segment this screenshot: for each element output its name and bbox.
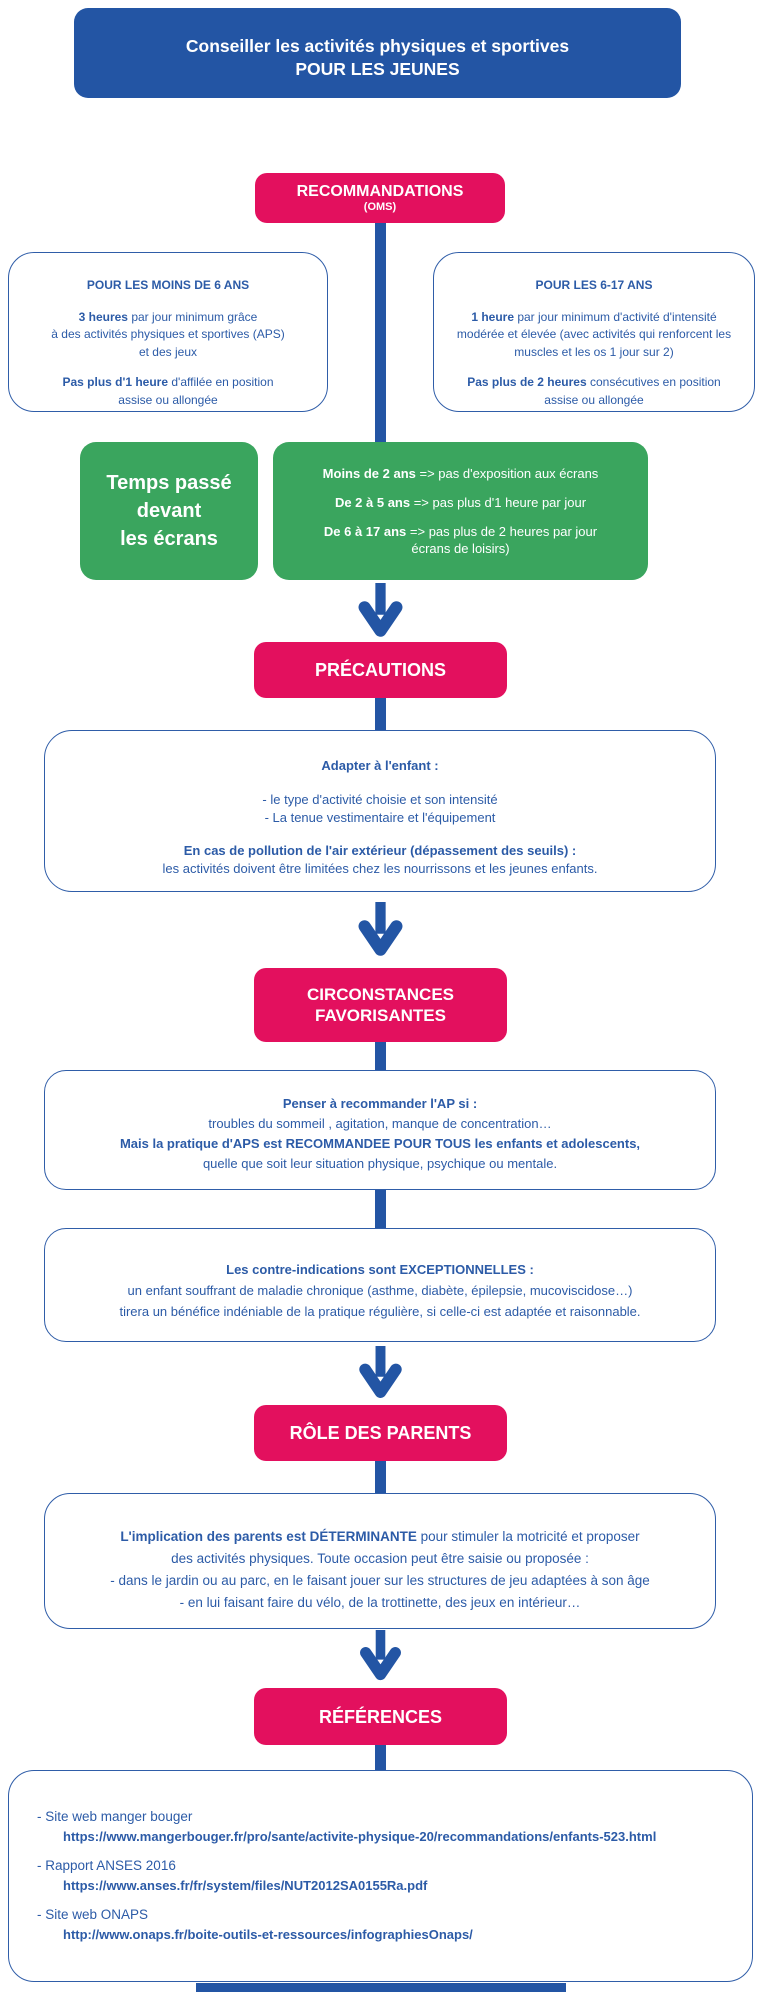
rule-text: 1 heure par jour minimum d'activité d'in… <box>456 309 732 359</box>
box-adapt-to-child: Adapter à l'enfant : - le type d'activit… <box>44 730 716 892</box>
connector-line <box>375 1459 386 1497</box>
box-title: POUR LES MOINS DE 6 ANS <box>86 278 250 292</box>
section-label: PRÉCAUTIONS <box>314 660 446 680</box>
connector-line <box>375 696 386 734</box>
reference-item: - Site web ONAPS http://www.onaps.fr/boi… <box>37 1905 740 1945</box>
reference-label: - Site web manger bouger <box>37 1809 193 1824</box>
section-label: RÉFÉRENCES <box>318 1706 443 1727</box>
reference-link[interactable]: https://www.mangerbouger.fr/pro/sante/ac… <box>63 1829 657 1844</box>
section-pill-circonstances: CIRCONSTANCES FAVORISANTES <box>254 968 507 1042</box>
title-banner: Conseiller les activités physiques et sp… <box>74 8 681 98</box>
reference-label: - Site web ONAPS <box>37 1907 149 1922</box>
section-sublabel: (OMS) <box>363 200 397 213</box>
box-references: - Site web manger bouger https://www.man… <box>8 1770 753 1982</box>
connector-line <box>375 1188 386 1232</box>
screen-rule: Moins de 2 ans => pas d'exposition aux é… <box>322 466 599 481</box>
reference-link[interactable]: http://www.onaps.fr/boite-outils-et-ress… <box>63 1927 473 1942</box>
screen-rule: De 6 à 17 ans => pas plus de 2 heures pa… <box>323 524 598 556</box>
rule-text: Pas plus de 2 heures consécutives en pos… <box>467 375 721 407</box>
reference-label: - Rapport ANSES 2016 <box>37 1858 176 1873</box>
contraindications-title: Les contre-indications sont EXCEPTIONNEL… <box>226 1262 534 1277</box>
section-pill-references: RÉFÉRENCES <box>254 1688 507 1745</box>
box-6-17: POUR LES 6-17 ANS 1 heure par jour minim… <box>433 252 755 412</box>
arrow-down-icon <box>359 1346 402 1398</box>
parents-text: L'implication des parents est DÉTERMINAN… <box>110 1529 650 1610</box>
title-line2: POUR LES JEUNES <box>295 59 460 79</box>
box-parents-involvement: L'implication des parents est DÉTERMINAN… <box>44 1493 716 1629</box>
section-label: RÔLE DES PARENTS <box>289 1423 472 1443</box>
section-label: CIRCONSTANCES FAVORISANTES <box>306 985 455 1025</box>
arrow-down-icon <box>358 583 403 637</box>
title-line1: Conseiller les activités physiques et sp… <box>185 36 570 56</box>
box-contraindications: Les contre-indications sont EXCEPTIONNEL… <box>44 1228 716 1342</box>
reference-item: - Rapport ANSES 2016 https://www.anses.f… <box>37 1856 740 1896</box>
rule-text: Pas plus d'1 heure d'affilée en position… <box>62 375 274 407</box>
box-title: Adapter à l'enfant : <box>321 758 439 773</box>
contraindications-text: un enfant souffrant de maladie chronique… <box>119 1283 641 1319</box>
section-pill-precautions: PRÉCAUTIONS <box>254 642 507 698</box>
screen-rule: De 2 à 5 ans => pas plus d'1 heure par j… <box>334 495 587 510</box>
recommend-line: troubles du sommeil , agitation, manque … <box>208 1116 552 1131</box>
recommend-line: Mais la pratique d'APS est RECOMMANDEE P… <box>119 1136 641 1151</box>
recommend-line: quelle que soit leur situation physique,… <box>202 1156 558 1171</box>
footer-bar <box>196 1983 566 1992</box>
rule-text: 3 heures par jour minimum grâce à des ac… <box>51 309 285 359</box>
adapt-items: - le type d'activité choisie et son inte… <box>262 792 498 825</box>
box-screen-time-rules: Moins de 2 ans => pas d'exposition aux é… <box>273 442 648 580</box>
section-label: RECOMMANDATIONS <box>296 182 464 200</box>
box-under-6: POUR LES MOINS DE 6 ANS 3 heures par jou… <box>8 252 328 412</box>
box-title: POUR LES 6-17 ANS <box>535 278 653 292</box>
connector-line <box>375 1743 386 1774</box>
recommend-title: Penser à recommander l'AP si : <box>282 1096 478 1111</box>
box-recommend-ap: Penser à recommander l'AP si : troubles … <box>44 1070 716 1190</box>
reference-link[interactable]: https://www.anses.fr/fr/system/files/NUT… <box>63 1878 428 1893</box>
arrow-down-icon <box>360 1630 401 1681</box>
box-screen-time-label: Temps passé devant les écrans <box>80 442 258 580</box>
pollution-warning: En cas de pollution de l'air extérieur (… <box>162 843 598 876</box>
connector-line <box>375 1040 386 1074</box>
reference-item: - Site web manger bouger https://www.man… <box>37 1807 740 1847</box>
connector-line <box>375 220 386 447</box>
arrow-down-icon <box>358 902 403 956</box>
section-pill-role-parents: RÔLE DES PARENTS <box>254 1405 507 1461</box>
screen-time-title: Temps passé devant les écrans <box>106 472 232 550</box>
section-pill-recommandations: RECOMMANDATIONS (OMS) <box>255 173 505 223</box>
